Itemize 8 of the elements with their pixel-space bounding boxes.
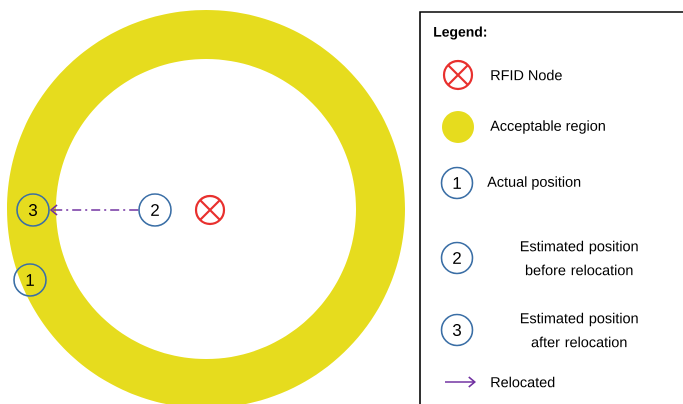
arrow — [50, 204, 138, 216]
legend-text: RFID Node — [491, 70, 562, 80]
legend-text: Estimated position after relocation — [520, 312, 638, 348]
legend-heading: Legend: — [434, 26, 486, 40]
legend-text: Actual position — [487, 176, 580, 190]
legend-text: Estimated position before relocation — [520, 240, 638, 276]
legend-text: Acceptable region — [490, 120, 605, 134]
legend-text: Relocated — [491, 376, 554, 388]
